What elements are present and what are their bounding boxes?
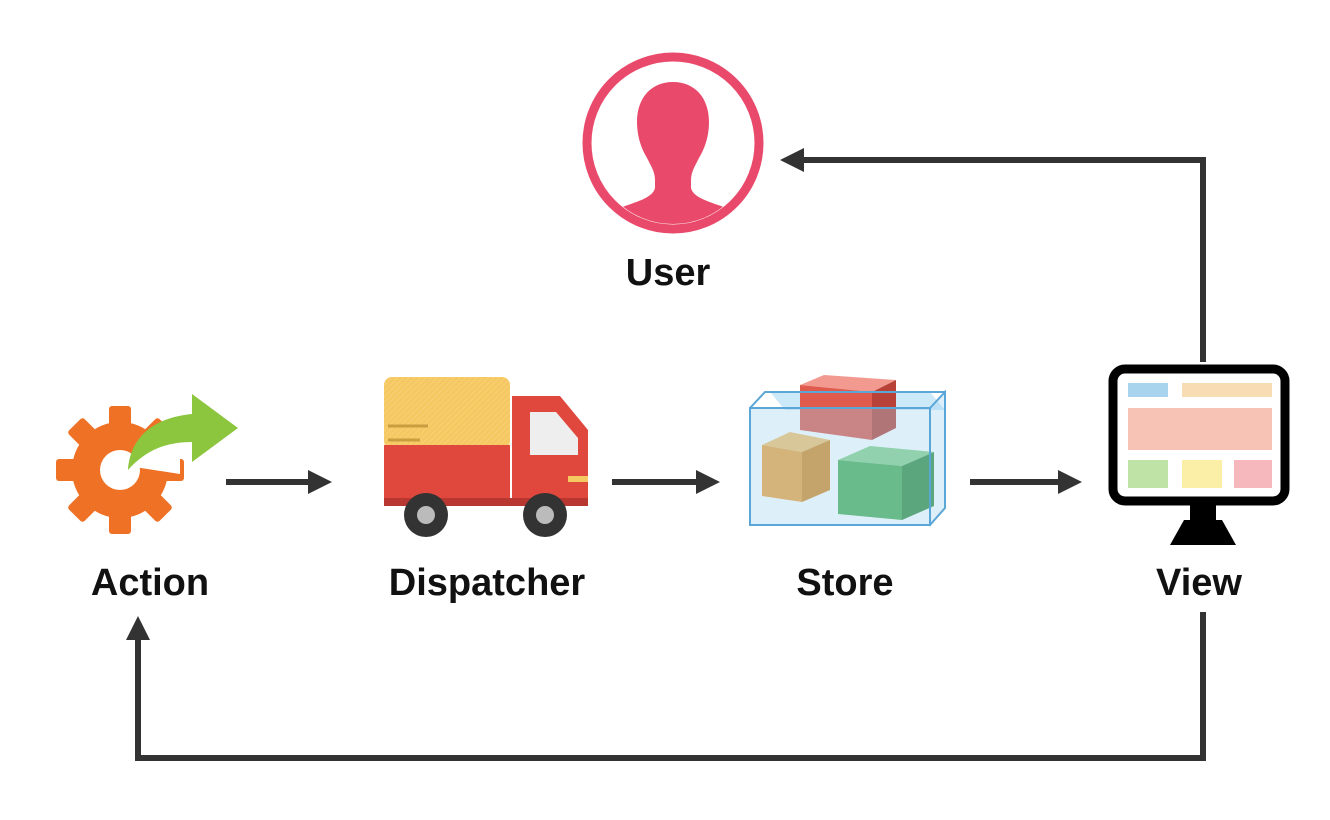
view-label: View	[1156, 562, 1242, 604]
dispatcher-label: Dispatcher	[388, 562, 586, 604]
user-avatar-icon	[582, 52, 764, 234]
edge-view-to-action	[126, 612, 1206, 761]
action-label: Action	[90, 562, 210, 604]
gear-arrow-icon	[56, 394, 238, 534]
boxes-container-icon	[749, 375, 946, 526]
user-label: User	[625, 252, 711, 294]
store-label: Store	[796, 562, 894, 604]
delivery-truck-icon	[384, 377, 588, 537]
edge-store-to-view	[970, 470, 1082, 494]
edge-action-to-dispatcher	[226, 470, 332, 494]
edge-dispatcher-to-store	[612, 470, 720, 494]
edge-view-to-user	[780, 148, 1206, 362]
computer-monitor-icon	[1108, 364, 1290, 545]
